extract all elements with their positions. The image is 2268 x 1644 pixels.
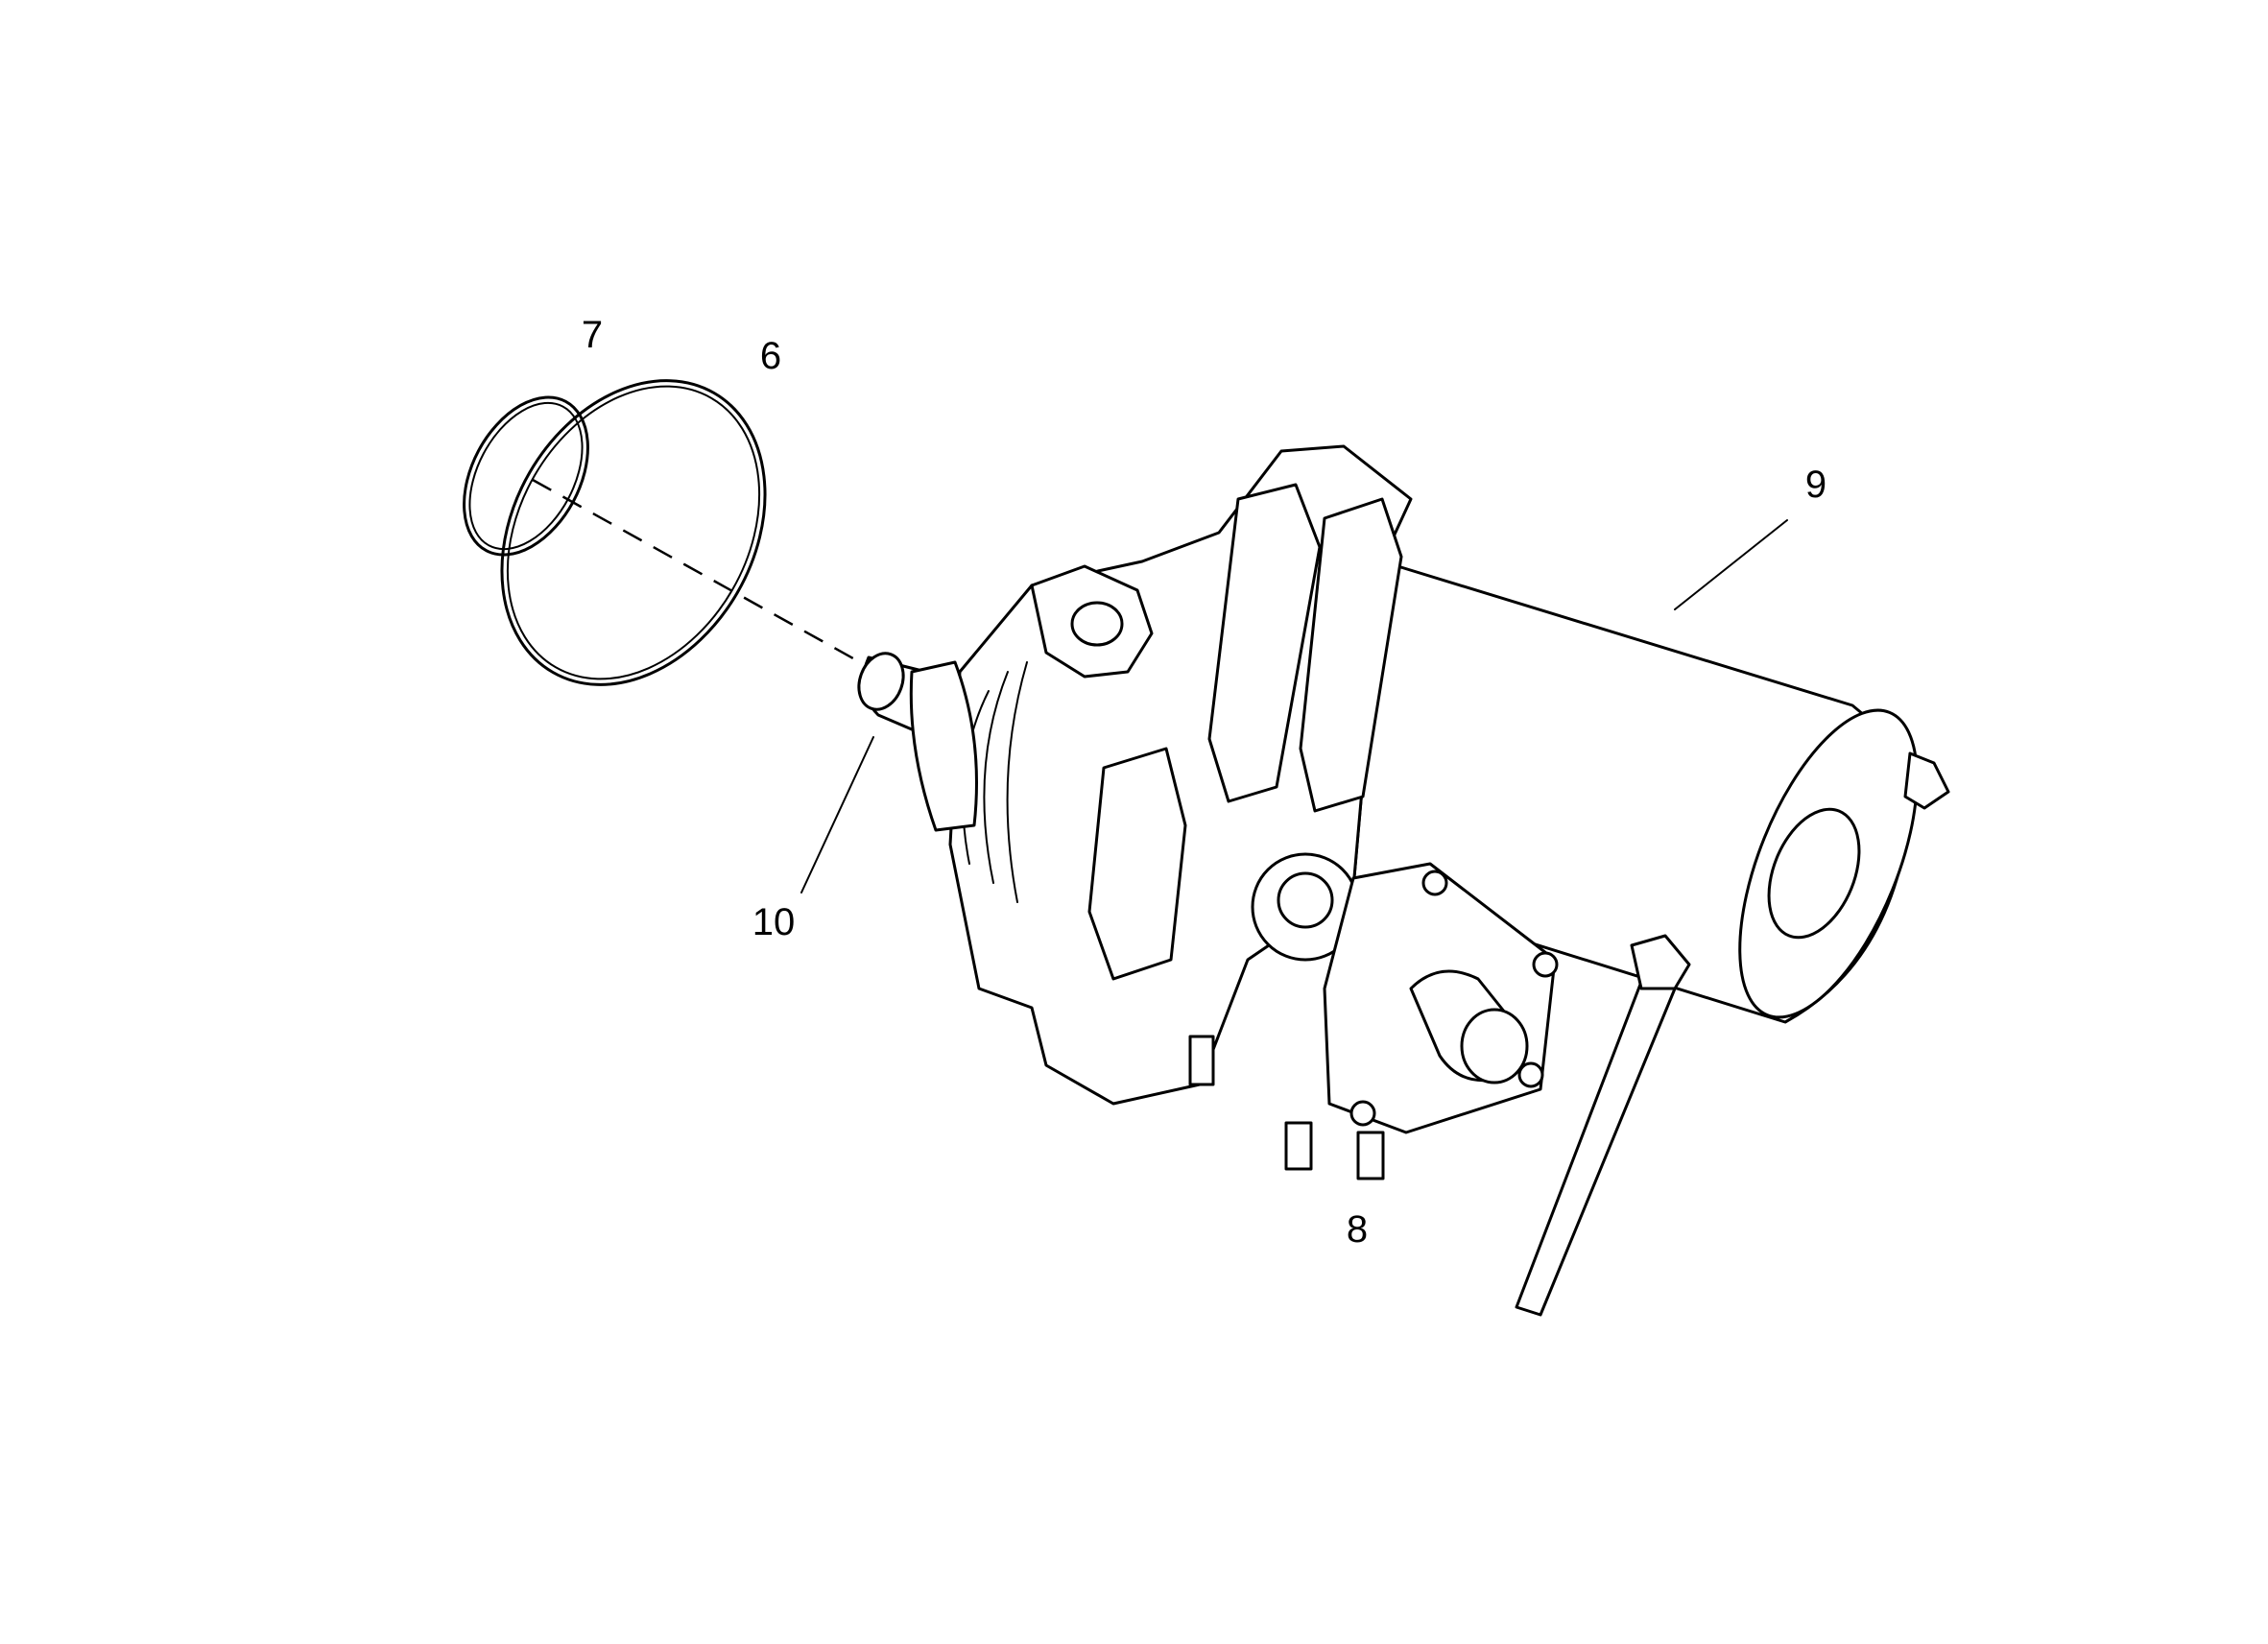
callout-7: 7 [581, 314, 604, 356]
pinion-shaft-tip [857, 652, 905, 711]
terminal-stud [1277, 871, 1334, 929]
lower-stub-2 [1284, 1121, 1313, 1171]
o-ring-7 [463, 395, 589, 557]
assembly-axis-dashed-line [532, 478, 870, 669]
callout-8: 8 [1346, 1208, 1369, 1251]
through-bolt-clip [1630, 934, 1691, 990]
lower-stub-3 [1356, 1131, 1385, 1180]
solenoid-strap [1299, 497, 1403, 813]
cover-bolt-2 [1532, 951, 1559, 978]
leader-line-9 [1674, 519, 1788, 610]
housing-strap [1207, 483, 1322, 803]
o-ring-6 [500, 379, 767, 686]
mounting-flange [1030, 564, 1154, 679]
cover-bolt-4 [1349, 1100, 1376, 1127]
cover-bolt-1 [1421, 870, 1448, 896]
leader-line-10 [800, 736, 874, 893]
callout-10: 10 [752, 901, 796, 943]
end-cap-nut [1903, 751, 1950, 810]
cover-bolt-3 [1517, 1061, 1544, 1088]
flange-hole [1070, 601, 1124, 647]
motor-end-cap-boss [1767, 807, 1861, 940]
callout-9: 9 [1804, 464, 1827, 506]
pinion-gear [909, 660, 978, 832]
starter-motor [857, 444, 1950, 1317]
housing-clamp [1087, 747, 1187, 981]
lower-stub-1 [1188, 1035, 1215, 1086]
o-ring-6-inner [506, 385, 761, 680]
callout-6: 6 [759, 335, 782, 377]
motor-end-cap [1738, 708, 1919, 1019]
solenoid-terminal-end [1460, 1008, 1529, 1084]
